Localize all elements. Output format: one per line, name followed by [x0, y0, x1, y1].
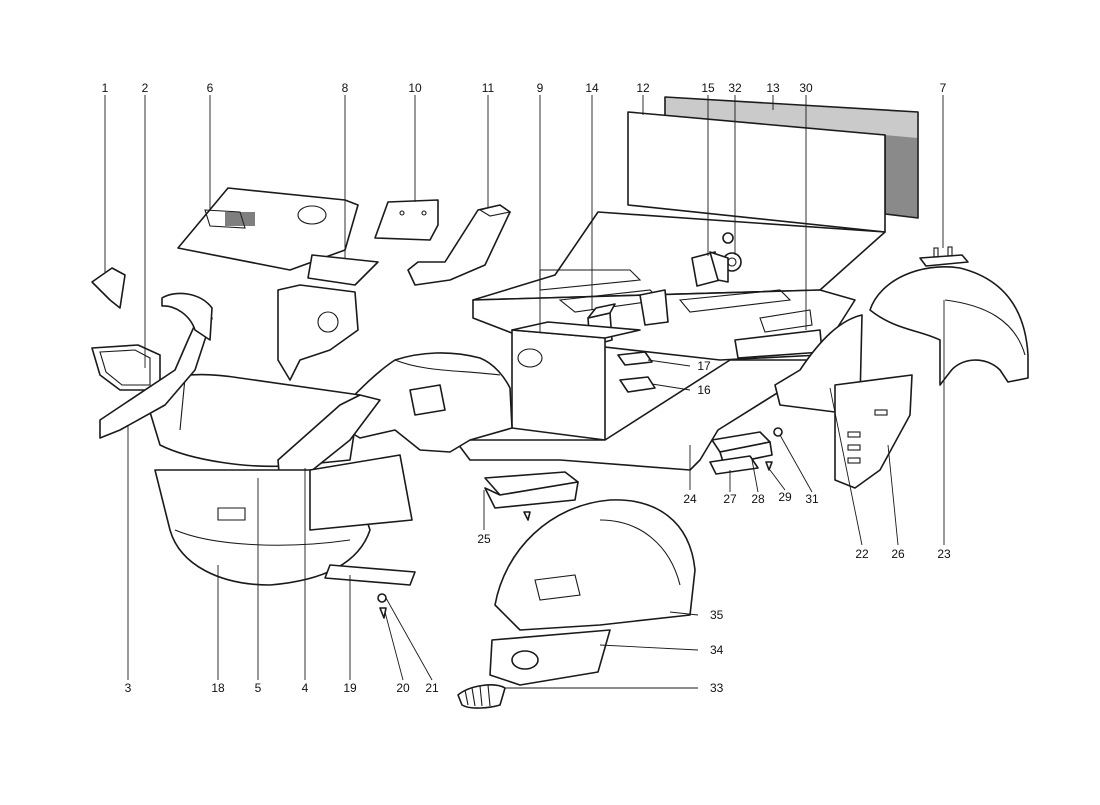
callout-9: 9 [537, 81, 544, 95]
part-19-floor-strip [309, 454, 416, 586]
part-9-central-tunnel [511, 321, 641, 441]
part-27-under-plate [709, 455, 759, 475]
callout-23: 23 [937, 547, 951, 561]
callout-26: 26 [891, 547, 905, 561]
part-31-grommet [773, 427, 783, 437]
callout-27: 27 [723, 492, 737, 506]
part-29-screw [765, 461, 773, 471]
callout-29: 29 [778, 490, 792, 504]
part-34-lower-panel [489, 629, 611, 686]
part-2-mount [91, 344, 161, 391]
callout-7: 7 [940, 81, 947, 95]
callout-18: 18 [211, 681, 225, 695]
callout-8: 8 [342, 81, 349, 95]
callout-19: 19 [343, 681, 357, 695]
part-32-mount-boss [722, 232, 742, 272]
part-23-rear-wheel-arch [869, 266, 1029, 386]
callout-32: 32 [728, 81, 742, 95]
callout-labels: 1 2 3 4 5 6 7 8 9 10 11 12 13 14 15 16 1… [102, 81, 951, 695]
part-12-rear-floor-assembly [472, 111, 886, 361]
callout-28: 28 [751, 492, 765, 506]
callout-4: 4 [302, 681, 309, 695]
callout-10: 10 [408, 81, 422, 95]
callout-16: 16 [697, 383, 711, 397]
front-frame-structure [329, 352, 513, 453]
callout-17: 17 [697, 359, 711, 373]
callout-35: 35 [710, 608, 724, 622]
callout-1: 1 [102, 81, 109, 95]
part-7-small-bracket [919, 246, 969, 267]
part-15-bracket [691, 251, 729, 287]
callout-11: 11 [482, 81, 495, 95]
part-24-main-floor-pan [454, 359, 831, 471]
callout-15: 15 [701, 81, 715, 95]
part-3-side-rail [99, 292, 213, 439]
part-6-front-panel [177, 187, 359, 271]
part-25-floor-plate [484, 471, 579, 521]
callout-6: 6 [207, 81, 214, 95]
part-17-clip [617, 351, 653, 366]
callout-25: 25 [477, 532, 491, 546]
callout-21: 21 [425, 681, 439, 695]
callout-2: 2 [142, 81, 149, 95]
part-33-hose [457, 684, 506, 709]
callout-14: 14 [585, 81, 599, 95]
callout-30: 30 [799, 81, 813, 95]
part-11-angled-bracket [407, 204, 512, 286]
part-16-clip [619, 376, 656, 393]
part-10-small-plate [374, 199, 439, 241]
callout-5: 5 [255, 681, 262, 695]
callout-20: 20 [396, 681, 410, 695]
part-8-bracket-plate [277, 254, 379, 381]
callout-3: 3 [125, 681, 132, 695]
callout-13: 13 [766, 81, 780, 95]
part-35-front-liner [494, 499, 696, 631]
callout-12: 12 [636, 81, 650, 95]
part-1-small-bracket [91, 267, 126, 309]
leader-lines [104, 95, 945, 689]
callout-22: 22 [855, 547, 869, 561]
callout-34: 34 [710, 643, 724, 657]
part-26-rear-bracket-panel [834, 374, 913, 489]
part-21-washer [377, 593, 387, 603]
callout-33: 33 [710, 681, 724, 695]
callout-31: 31 [805, 492, 819, 506]
callout-24: 24 [683, 492, 697, 506]
